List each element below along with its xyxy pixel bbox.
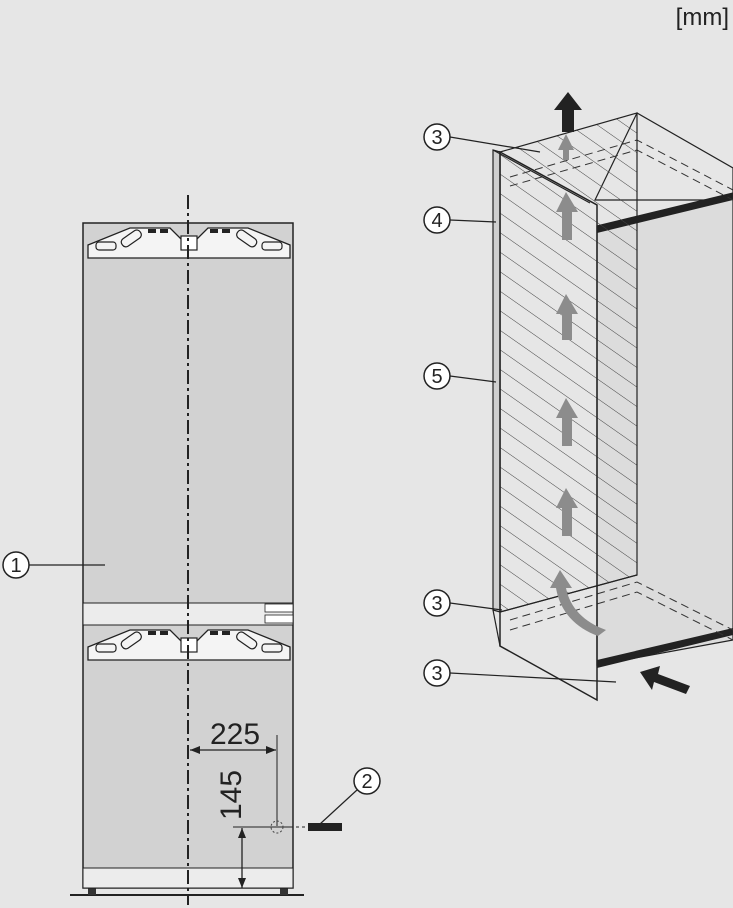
socket-position-marker bbox=[270, 820, 284, 834]
side-panel-front bbox=[499, 150, 598, 702]
callout-5: 5 bbox=[423, 362, 497, 390]
power-plug bbox=[308, 823, 342, 831]
front-view-appliance: 225 145 bbox=[70, 195, 342, 905]
airflow-arrows bbox=[550, 134, 606, 636]
callout-2: 2 bbox=[319, 767, 381, 825]
exhaust-arrow bbox=[554, 92, 582, 132]
svg-text:3: 3 bbox=[431, 663, 442, 685]
callout-1: 1 bbox=[2, 551, 105, 579]
unit-label: [mm] bbox=[675, 4, 729, 31]
intake-arrow bbox=[640, 666, 690, 694]
callout-3-bottom: 3 bbox=[423, 659, 617, 687]
svg-text:5: 5 bbox=[431, 366, 442, 388]
top-hinge-bracket bbox=[87, 227, 291, 259]
separator-slot-lower bbox=[264, 614, 294, 624]
svg-text:1: 1 bbox=[10, 555, 21, 577]
callout-4: 4 bbox=[423, 206, 497, 234]
dimension-vertical: 145 bbox=[215, 770, 290, 888]
callout-3-middle: 3 bbox=[423, 589, 503, 617]
svg-text:4: 4 bbox=[431, 210, 442, 232]
svg-text:3: 3 bbox=[431, 127, 442, 149]
callout-3-top: 3 bbox=[423, 123, 541, 153]
dimension-horizontal: 225 bbox=[190, 718, 278, 826]
dimension-225-text: 225 bbox=[210, 718, 260, 751]
ventilation-channel bbox=[499, 112, 638, 613]
separator-slot-upper bbox=[264, 603, 294, 613]
foot-right bbox=[280, 885, 288, 895]
svg-text:2: 2 bbox=[361, 771, 372, 793]
svg-text:3: 3 bbox=[431, 593, 442, 615]
foot-left bbox=[88, 885, 96, 895]
ventilation-iso-view bbox=[492, 92, 733, 702]
dimension-145-text: 145 bbox=[215, 770, 248, 820]
